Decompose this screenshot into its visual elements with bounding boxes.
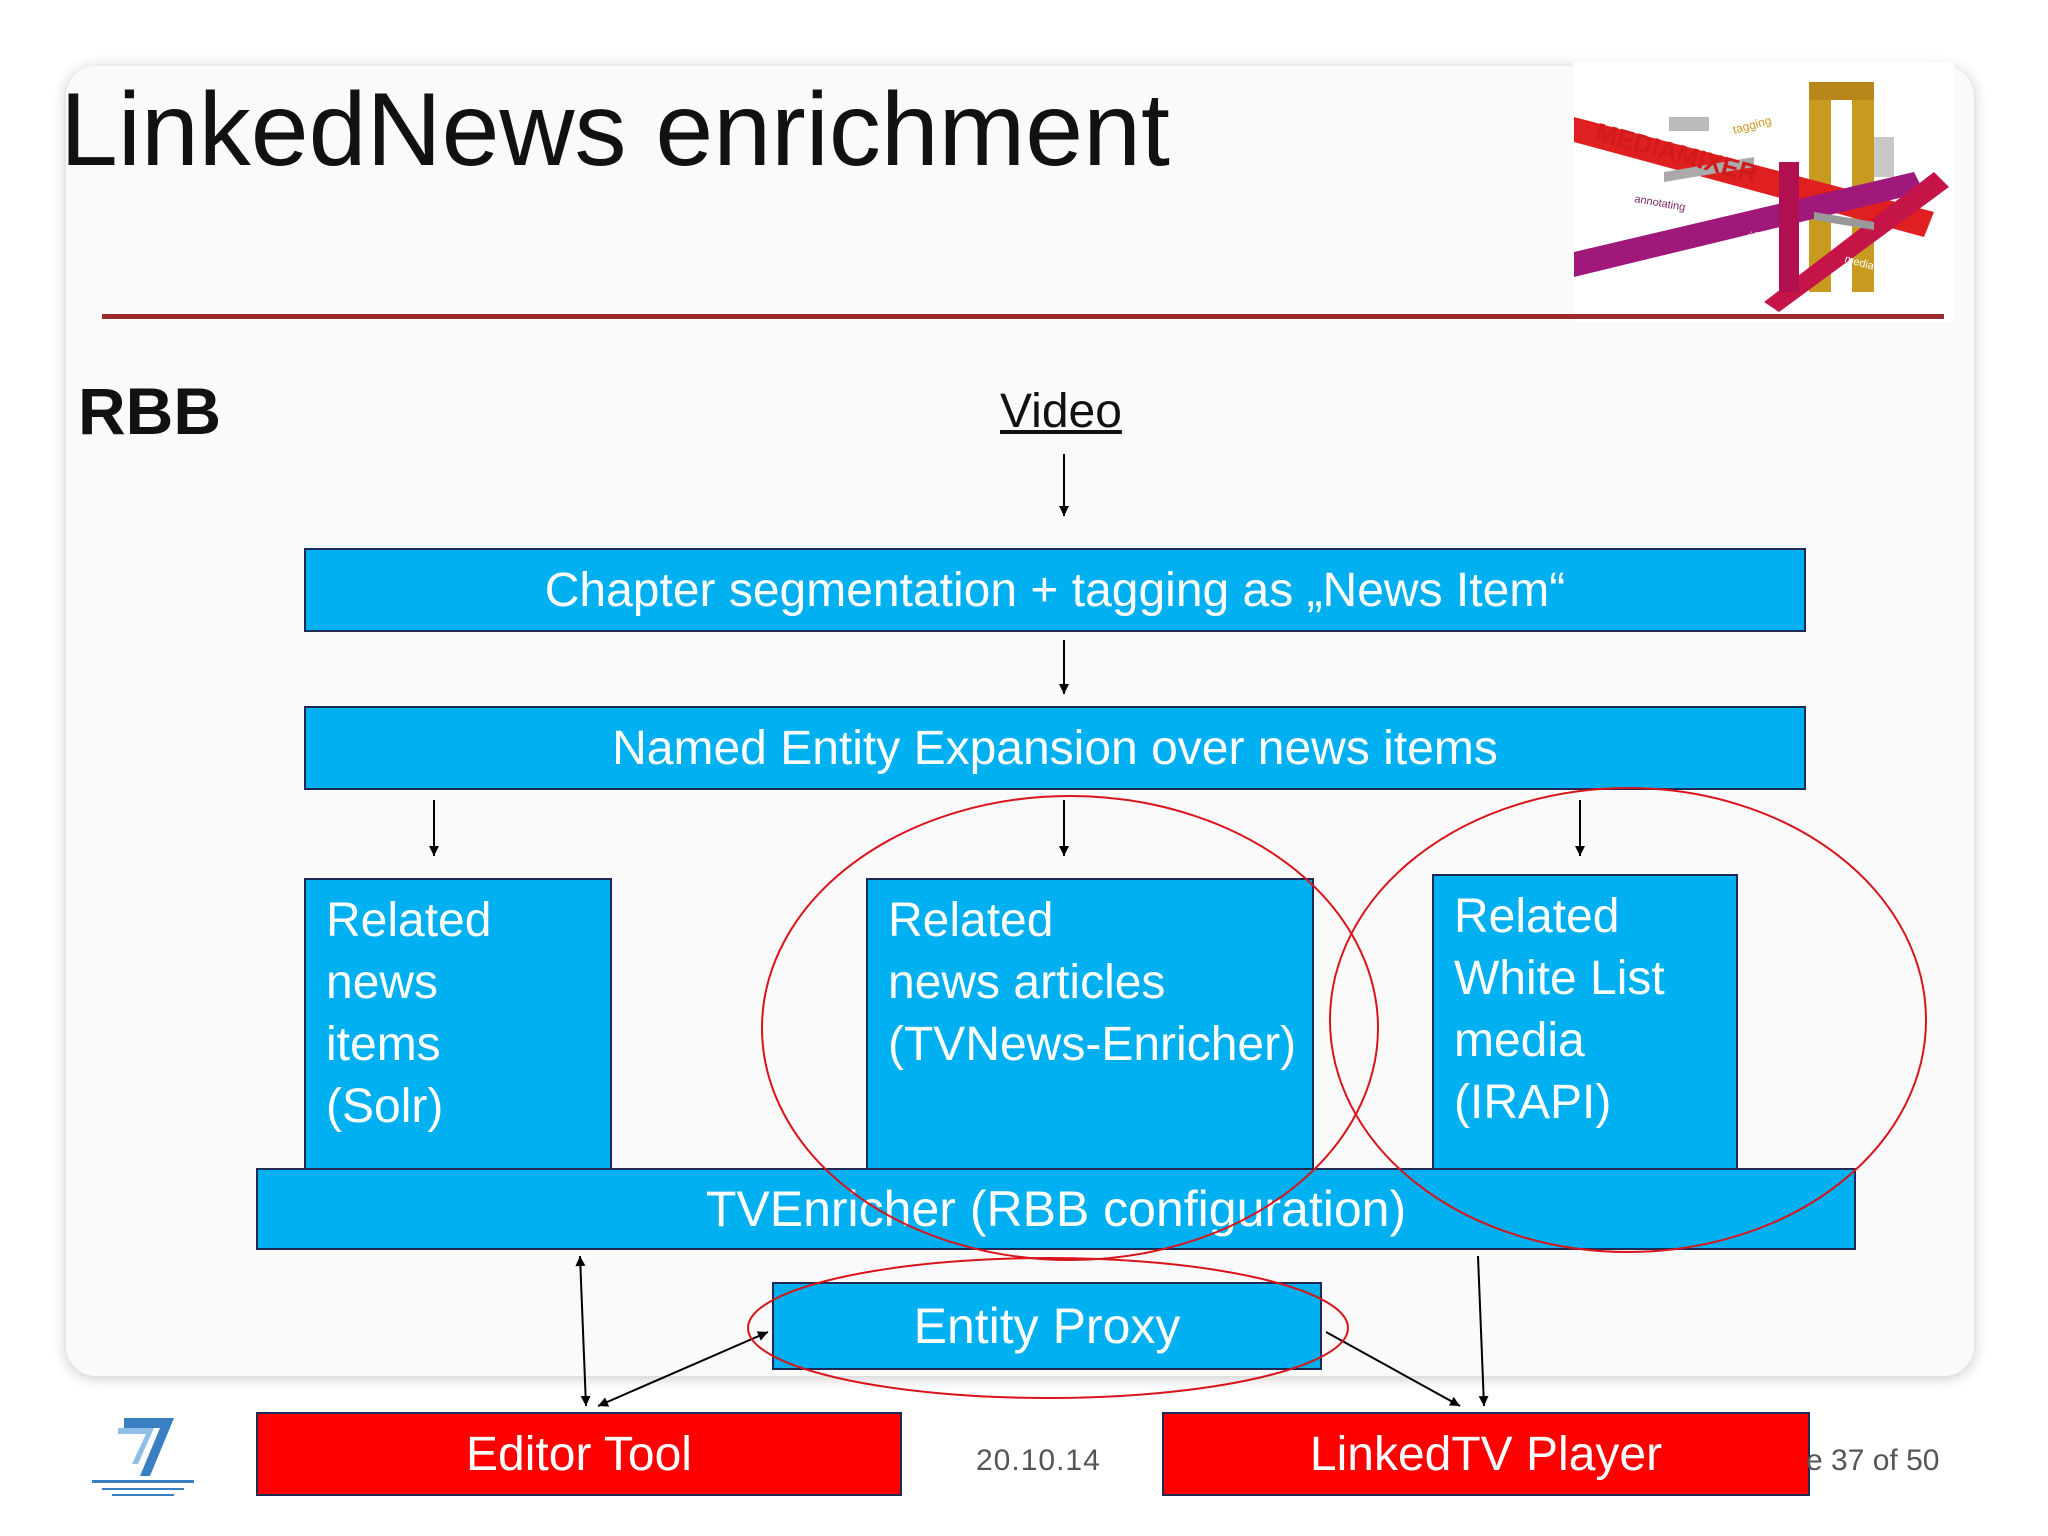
related-news-items-line: items (326, 1018, 441, 1071)
footer-date: 20.10.14 (976, 1444, 1101, 1477)
fp7-logo (92, 1418, 194, 1496)
subtitle: RBB (78, 374, 221, 448)
named-entity-expansion-box: Named Entity Expansion over news items (304, 706, 1806, 790)
named-entity-expansion-label: Named Entity Expansion over news items (612, 721, 1498, 775)
editor-tool-label: Editor Tool (466, 1427, 692, 1481)
video-label: Video (1000, 385, 1122, 438)
footer-page-number: e 37 of 50 (1806, 1444, 1940, 1477)
related-news-articles-line: (TVNews-Enricher) (888, 1018, 1297, 1071)
related-news-articles-line: Related (888, 894, 1054, 947)
tvenricher-box: TVEnricher (RBB configuration) (256, 1168, 1856, 1250)
arrow-entity-proxy-linkedtv-player (1325, 1331, 1461, 1407)
related-news-items-box: Related news items (Solr) (304, 878, 612, 1178)
title-divider (102, 314, 1944, 319)
arrow-tvenricher-linkedtv-player (1477, 1255, 1489, 1407)
entity-proxy-box: Entity Proxy (772, 1282, 1322, 1370)
chapter-segmentation-box: Chapter segmentation + tagging as „News … (304, 548, 1806, 632)
related-white-list-line: White List (1454, 952, 1665, 1005)
highlight-ellipse-news-articles (761, 795, 1379, 1261)
related-news-items-line: news (326, 956, 439, 1009)
highlight-ellipse-white-list (1329, 787, 1927, 1253)
chapter-segmentation-label: Chapter segmentation + tagging as „News … (544, 563, 1566, 617)
linkedtv-player-label: LinkedTV Player (1309, 1427, 1663, 1481)
linkedtv-player-box: LinkedTV Player (1162, 1412, 1810, 1496)
related-news-items-line: Related (326, 894, 492, 947)
related-white-list-line: Related (1454, 890, 1620, 943)
related-news-items-line: (Solr) (326, 1080, 444, 1133)
related-white-list-line: media (1454, 1014, 1585, 1067)
entity-proxy-label: Entity Proxy (913, 1298, 1181, 1354)
related-white-list-line: (IRAPI) (1454, 1076, 1612, 1129)
highlight-ellipse-entity-proxy (747, 1257, 1349, 1399)
related-white-list-box: Related White List media (IRAPI) (1432, 874, 1738, 1178)
related-news-articles-box: Related news articles (TVNews-Enricher) (866, 878, 1314, 1178)
related-news-articles-line: news articles (888, 956, 1166, 1009)
arrow-tvenricher-editor-tool (575, 1255, 591, 1407)
arrow-entity-proxy-editor-tool (597, 1331, 769, 1407)
mediamixer-logo: MEDIAMIXER tagging annotating semantic m… (1574, 62, 1954, 322)
slide-title: LinkedNews enrichment (60, 72, 1170, 188)
editor-tool-box: Editor Tool (256, 1412, 902, 1496)
